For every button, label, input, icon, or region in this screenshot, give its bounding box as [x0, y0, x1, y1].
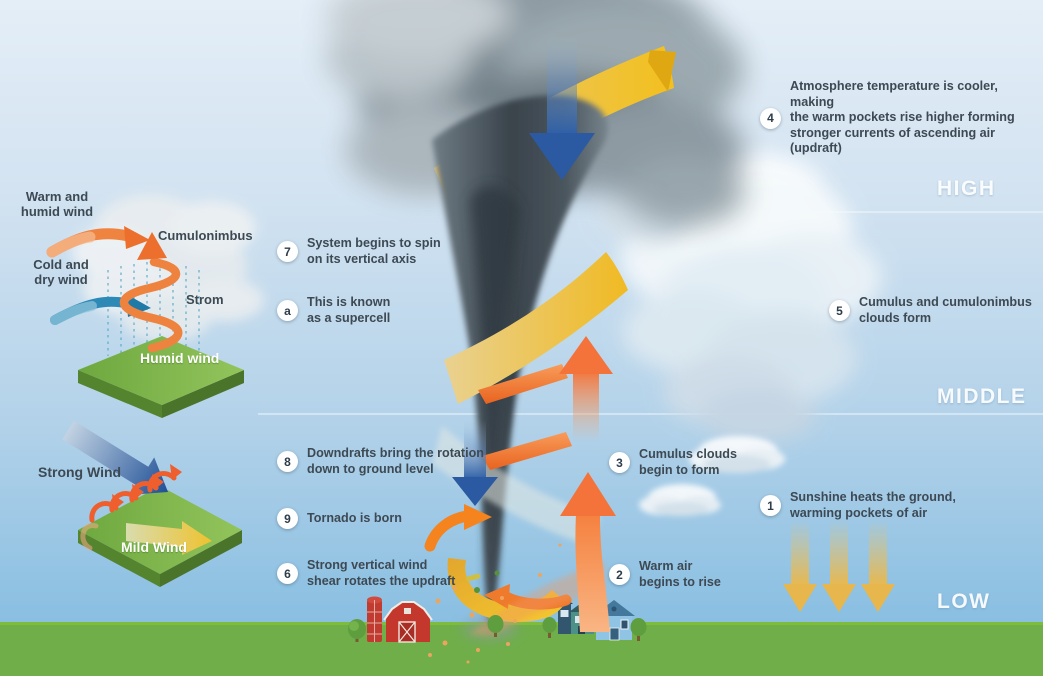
ground	[0, 622, 1043, 676]
annotation-step-7: 7 System begins to spin on its vertical …	[277, 236, 441, 267]
barn	[383, 601, 433, 643]
level-label-high: HIGH	[937, 177, 996, 200]
sunshine-arrows	[783, 520, 895, 612]
step-badge-3: 3	[609, 452, 630, 474]
label-mild-wind: Mild Wind	[121, 539, 187, 555]
label-cumulonimbus: Cumulonimbus	[158, 228, 253, 243]
funnel-spiral-bands	[478, 364, 572, 470]
spiral-updraft-arrow	[119, 232, 183, 353]
tree	[542, 617, 557, 638]
label-storm: Strom	[186, 292, 224, 307]
annotation-text-6: Strong vertical wind shear rotates the u…	[307, 558, 456, 588]
annotation-step-1: 1 Sunshine heats the ground, warming poc…	[760, 490, 956, 521]
sun-ray-arrow	[783, 520, 817, 612]
sun-ray-arrow	[822, 520, 856, 612]
updraft-arrow-lower	[470, 472, 616, 636]
farm-buildings	[348, 596, 433, 643]
step-badge-1: 1	[760, 495, 781, 517]
mild-wind-arrow	[126, 521, 212, 555]
tree	[487, 615, 504, 637]
updraft-arrow-upper	[559, 336, 613, 442]
inset-supercell-diagram	[46, 195, 264, 418]
label-strong-wind: Strong Wind	[38, 464, 122, 480]
annotation-step-a: a This is known as a supercell	[277, 295, 390, 326]
annotation-text-a: This is known as a supercell	[307, 295, 391, 325]
label-warm-humid-wind: Warm and humid wind	[20, 189, 94, 220]
downdraft-arrow-mid	[452, 420, 498, 506]
annotation-text-8: Downdrafts bring the rotation down to gr…	[307, 446, 485, 476]
label-humid-wind: Humid wind	[140, 350, 220, 366]
step-badge-6: 6	[277, 563, 298, 585]
annotation-step-6: 6 Strong vertical wind shear rotates the…	[277, 558, 455, 589]
annotation-text-1: Sunshine heats the ground, warming pocke…	[790, 490, 956, 520]
level-label-middle: MIDDLE	[937, 385, 1027, 408]
step-badge-4: 4	[760, 107, 781, 129]
humid-platform	[78, 336, 244, 418]
level-label-low: LOW	[937, 590, 991, 613]
step-badge-8: 8	[277, 451, 298, 473]
annotation-step-2: 2 Warm air begins to rise	[609, 559, 721, 590]
label-cold-dry-wind: Cold and dry wind	[33, 257, 89, 288]
tree	[630, 618, 647, 641]
annotation-step-5: 5 Cumulus and cumulonimbus clouds form	[829, 295, 1032, 326]
annotation-step-4: 4 Atmosphere temperature is cooler, maki…	[760, 79, 1043, 157]
step-badge-9: 9	[277, 508, 298, 529]
step-badge-5: 5	[829, 300, 850, 322]
annotation-text-3: Cumulus clouds begin to form	[639, 447, 737, 477]
spin-arrow-right	[424, 504, 492, 552]
silo	[367, 596, 382, 642]
downdraft-arrow-top	[529, 36, 595, 180]
step-badge-2: 2	[609, 564, 630, 586]
pale-ribbon	[432, 426, 600, 546]
warm-humid-wind-arrow	[46, 226, 150, 258]
strong-wind-arrow	[62, 420, 169, 495]
annotation-step-9: 9 Tornado is born	[277, 508, 402, 529]
annotation-text-7: System begins to spin on its vertical ax…	[307, 236, 441, 266]
annotation-step-3: 3 Cumulus clouds begin to form	[609, 447, 737, 478]
rotation-curl-arrows	[80, 464, 182, 551]
step-badge-a: a	[277, 300, 298, 322]
annotation-text-4: Atmosphere temperature is cooler, making…	[790, 79, 1015, 156]
cumulus-clouds	[639, 436, 785, 516]
annotation-text-9: Tornado is born	[307, 510, 402, 525]
annotation-step-8: 8 Downdrafts bring the rotation down to …	[277, 446, 484, 477]
annotation-text-5: Cumulus and cumulonimbus clouds form	[859, 295, 1032, 325]
debris	[428, 543, 562, 664]
annotation-text-2: Warm air begins to rise	[639, 559, 721, 589]
step-badge-7: 7	[277, 241, 298, 263]
inset-shear-diagram	[62, 420, 242, 587]
sun-ray-arrow	[861, 520, 895, 612]
updraft-ribbon-middle	[444, 252, 628, 404]
tree	[348, 619, 366, 642]
